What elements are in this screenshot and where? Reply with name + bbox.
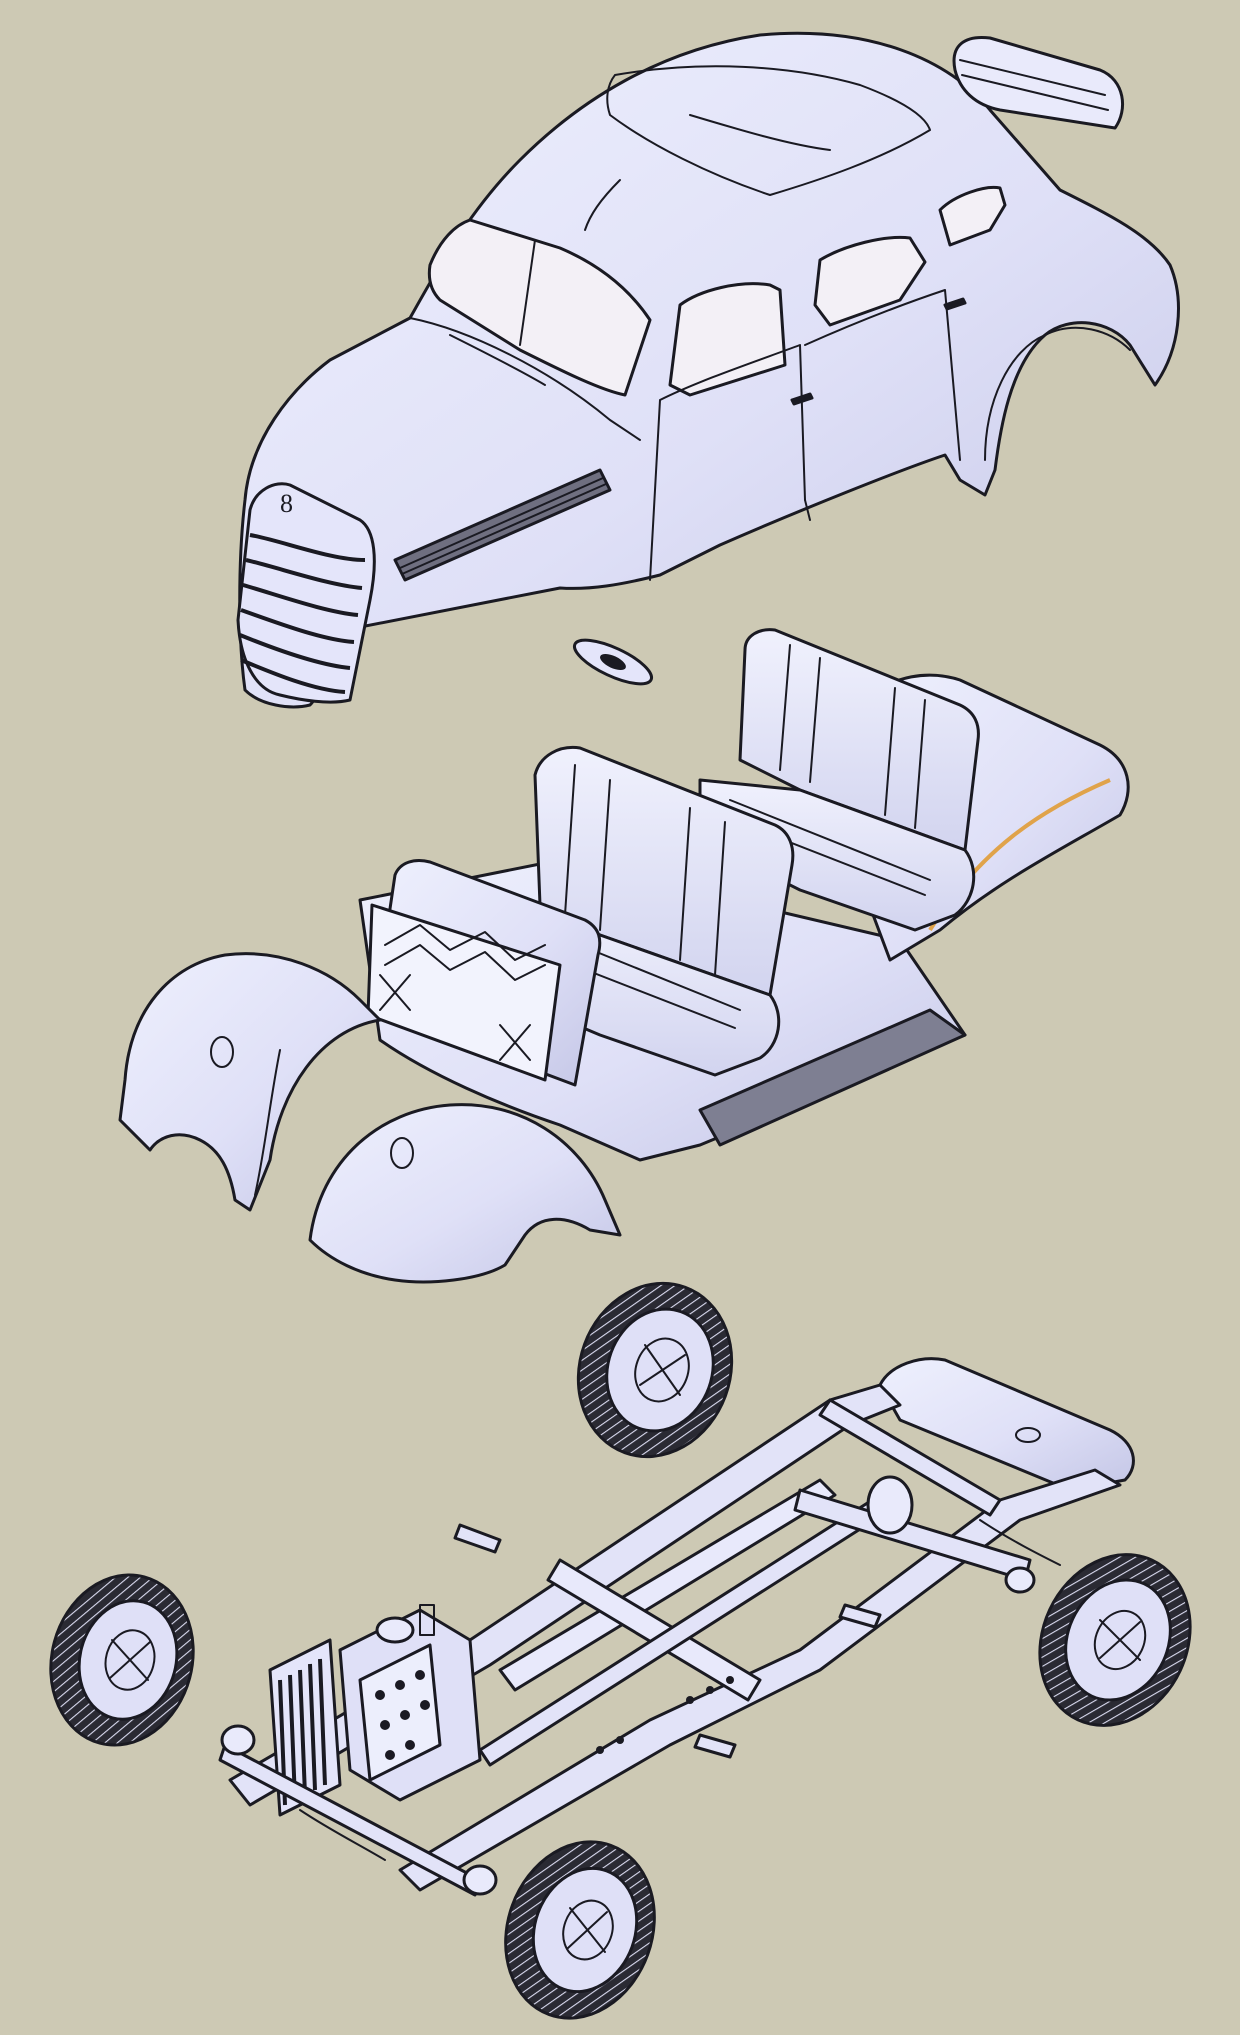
wheel-front-right bbox=[504, 1840, 656, 2020]
fender-lamp-mount bbox=[210, 1036, 234, 1068]
front-door-outline bbox=[649, 344, 806, 581]
hood-emblem-icon: 8 bbox=[280, 489, 293, 518]
engine bbox=[338, 1604, 482, 1802]
front-left-fender bbox=[118, 952, 382, 1212]
frame-bracket bbox=[693, 1733, 737, 1759]
fender-lamp-mount bbox=[390, 1137, 414, 1169]
quarter-window bbox=[938, 185, 1007, 247]
sunroof-panel bbox=[606, 65, 931, 196]
front-axle bbox=[218, 1743, 482, 1897]
fuel-cap bbox=[1015, 1427, 1041, 1443]
x-brace-b bbox=[546, 1558, 762, 1702]
dashboard-firewall bbox=[366, 859, 602, 1087]
door-handle-front bbox=[790, 392, 814, 406]
side-louvers bbox=[393, 468, 612, 582]
differential bbox=[866, 1475, 914, 1535]
running-board bbox=[698, 1008, 967, 1147]
rear-hub bbox=[1004, 1566, 1036, 1594]
frame-bracket bbox=[838, 1603, 882, 1629]
chassis-frame bbox=[218, 1357, 1135, 1897]
x-brace-a bbox=[498, 1478, 837, 1692]
leaf-spring-front bbox=[299, 1809, 386, 1861]
hood-line bbox=[409, 317, 641, 441]
roof-center-line bbox=[584, 179, 621, 231]
rear-seat bbox=[698, 628, 980, 932]
rear-wheel-arch bbox=[984, 326, 1131, 461]
rear-crossmember bbox=[818, 1398, 1002, 1517]
rear-door-outline bbox=[804, 289, 961, 521]
spare-tire-cover bbox=[952, 35, 1124, 130]
carburetor bbox=[419, 1604, 435, 1636]
fender-seam bbox=[254, 1049, 281, 1196]
hood-ornament bbox=[572, 638, 654, 686]
wheel-rear-right bbox=[1038, 1553, 1192, 1727]
front-grille bbox=[236, 482, 376, 704]
leaf-spring-rear bbox=[979, 1519, 1061, 1566]
car-body-shell: 8 bbox=[236, 31, 1180, 709]
roof-seam bbox=[689, 114, 831, 151]
fuel-tank bbox=[878, 1357, 1135, 1492]
radiator bbox=[268, 1638, 342, 1817]
floor-pan-assembly bbox=[118, 628, 1130, 1284]
front-side-window bbox=[668, 282, 787, 397]
front-right-fender bbox=[308, 1103, 622, 1284]
door-handle-rear bbox=[943, 297, 967, 311]
windshield bbox=[427, 218, 652, 397]
wheel-front-left bbox=[49, 1573, 195, 1747]
windshield-divider bbox=[519, 239, 536, 346]
engine-head-bolts bbox=[375, 1670, 430, 1760]
rear-side-window bbox=[813, 235, 927, 327]
front-hub-left bbox=[220, 1724, 256, 1756]
air-cleaner bbox=[375, 1616, 415, 1644]
frame-holes bbox=[596, 1676, 734, 1754]
frame-bracket bbox=[453, 1523, 502, 1554]
front-hub-right bbox=[462, 1864, 498, 1896]
hood-center bbox=[449, 334, 546, 386]
wheel-top bbox=[576, 1281, 734, 1459]
